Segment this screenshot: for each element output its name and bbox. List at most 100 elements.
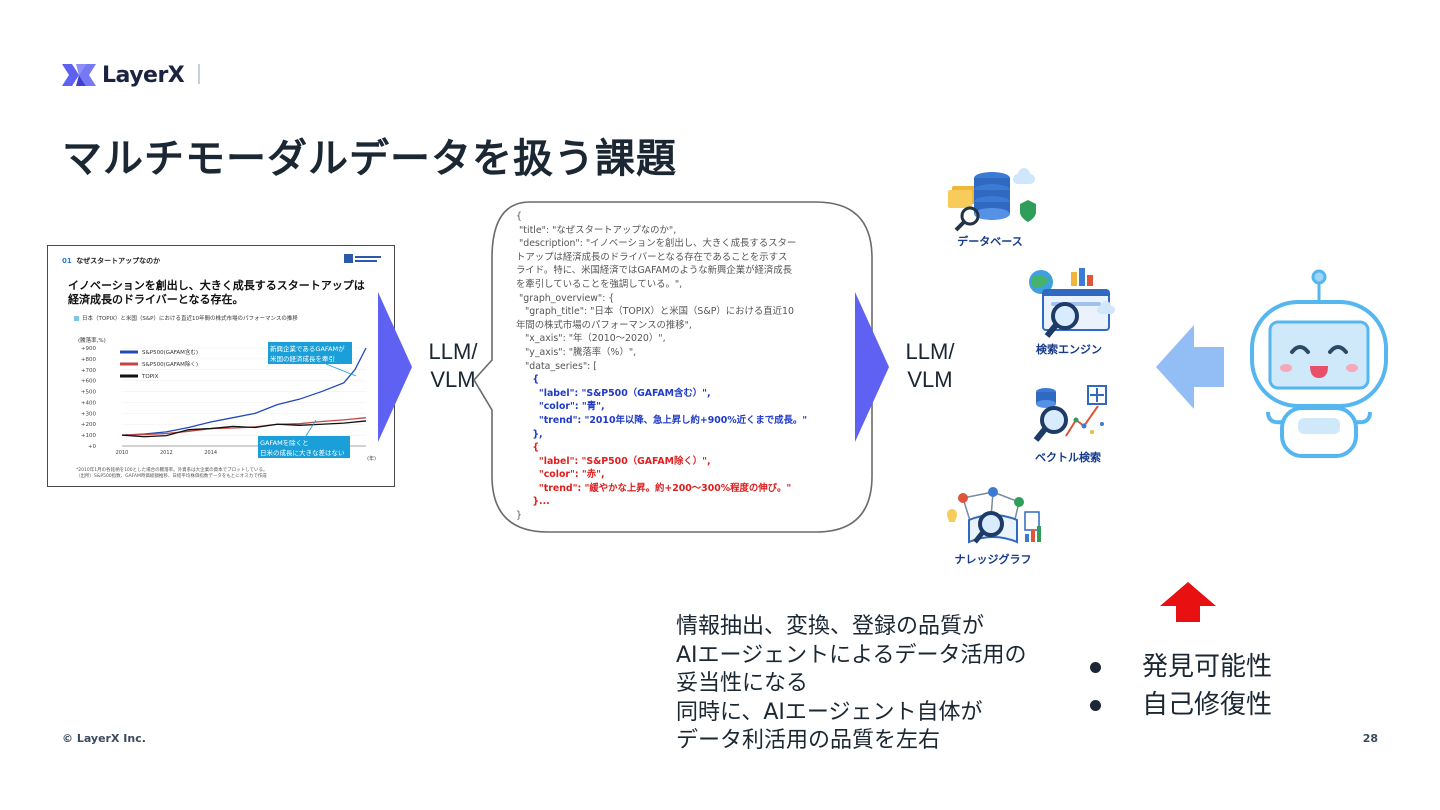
description-line: AIエージェントによるデータ活用の: [676, 642, 1027, 668]
json-line: 年間の株式市場のパフォーマンスの推移",: [516, 319, 692, 331]
subtitle-marker: [74, 316, 79, 321]
target-label: 検索エンジン: [1036, 343, 1102, 356]
target-database: データベース: [938, 164, 1042, 249]
json-line: "graph_overview": {: [516, 292, 615, 304]
x-tick-label: 2010: [116, 450, 129, 456]
list-item: 発見可能性: [1088, 648, 1348, 686]
x-tick-label: 2014: [204, 450, 217, 456]
json-line: "trend": "緩やかな上昇。約+200〜300%程度の伸び。": [516, 482, 792, 494]
y-tick-label: +700: [81, 368, 97, 374]
llm-vlm-label-1: LLM/ VLM: [418, 338, 488, 394]
legend-label: TOPIX: [141, 374, 159, 380]
description-line: 同時に、AIエージェント自体が: [676, 699, 983, 725]
description-line: 妥当性になる: [676, 671, 809, 697]
logo-divider: [198, 64, 200, 84]
json-speech-bubble: [472, 200, 874, 534]
y-tick-label: +800: [81, 357, 97, 363]
json-line: "title": "なぜスタートアップなのか",: [516, 224, 677, 236]
json-line: "x_axis": "年（2010〜2020）",: [516, 333, 666, 345]
description-line: データ利活用の品質を左右: [676, 728, 941, 754]
list-item: 自己修復性: [1088, 686, 1348, 724]
json-line: "data_series": [: [516, 360, 597, 372]
embedded-slide: 01 なぜスタートアップなのか イノベーションを創出し、大きく成長するスタートア…: [47, 245, 395, 487]
improvement-arrow-icon: [1160, 582, 1216, 622]
json-line: "label": "S&P500（GAFAM除く）",: [516, 455, 711, 467]
y-tick-label: +600: [81, 379, 97, 385]
page-title: マルチモーダルデータを扱う課題: [62, 136, 677, 182]
flow-arrow-1: [378, 292, 412, 442]
json-line: },: [516, 428, 543, 440]
json-line: "trend": "2010年以降、急上昇し約+900%近くまで成長。": [516, 414, 808, 426]
annotation-box: [258, 436, 350, 458]
json-line: ライド。特に、米国経済ではGAFAMのような新興企業が経済成長: [516, 265, 792, 277]
layerx-logo: LayerX: [62, 60, 185, 90]
y-axis-label: (騰落率,%): [78, 336, 106, 344]
legend-label: S&P500(GAFAM含む): [142, 348, 198, 356]
json-line: "color": "赤",: [516, 469, 605, 481]
property-list: 発見可能性 自己修復性: [1088, 648, 1348, 724]
target-search-engine: 検索エンジン: [1014, 266, 1124, 357]
annotation-text: GAFAMを除くと: [260, 438, 309, 447]
target-label: データベース: [957, 235, 1023, 248]
legend-label: S&P500(GAFAM除く): [142, 360, 198, 368]
llm-label-line: LLM/: [905, 339, 955, 364]
ai-agent-robot-icon: [1250, 269, 1388, 458]
slide-footnote-line: *2010年1月の各銘柄を100とした場合の騰落率。外資系は大企業の資本でプロッ…: [76, 468, 268, 473]
json-line: "description": "イノベーションを創出し、大きく成長するスター: [516, 238, 797, 250]
json-line: {: [516, 374, 540, 386]
y-tick-label: +400: [81, 400, 97, 406]
target-label: ナレッジグラフ: [954, 553, 1032, 566]
target-label: ベクトル検索: [1035, 451, 1101, 464]
description-line: 情報抽出、変換、登録の品質が: [676, 614, 985, 639]
slide-header: 01 なぜスタートアップなのか: [62, 256, 160, 266]
llm-vlm-label-2: LLM/ VLM: [895, 338, 965, 394]
annotation-pointer: [305, 419, 317, 437]
search-engine-icon: [1029, 268, 1115, 338]
json-line: {: [516, 442, 540, 454]
page-number: 28: [1362, 732, 1378, 745]
json-line: }: [516, 510, 522, 522]
database-icon: [948, 168, 1036, 232]
slide-chart-subtitle: 日本（TOPIX）と米国（S&P）における直近10年間の株式市場のパフォーマンス…: [74, 314, 298, 322]
y-tick-label: +900: [81, 346, 97, 352]
annotation-text: 新興企業であるGAFAMが: [270, 344, 345, 353]
json-line: "label": "S&P500（GAFAM含む）",: [516, 387, 711, 399]
target-vector-search: ベクトル検索: [1018, 380, 1118, 465]
llm-label-line: LLM/: [428, 339, 478, 364]
json-line: "graph_title": "日本（TOPIX）と米国（S&P）における直近1…: [516, 306, 794, 318]
layerx-logo-icon: [62, 64, 96, 86]
slide-headline-line: イノベーションを創出し、大きく成長するスタートアップは: [68, 279, 365, 292]
json-line: "y_axis": "騰落率（%）",: [516, 346, 637, 358]
slide-subtitle-text: 日本（TOPIX）と米国（S&P）における直近10年間の株式市場のパフォーマンス…: [82, 316, 298, 322]
x-tick-label: 2012: [160, 450, 173, 456]
y-tick-label: +200: [81, 422, 97, 428]
annotation-text: 日米の成長に大きな差はない: [260, 448, 345, 457]
copyright: © LayerX Inc.: [62, 732, 146, 745]
knowledge-graph-icon: [947, 487, 1041, 544]
slide-headline-line: 経済成長のドライバーとなる存在。: [68, 293, 244, 306]
llm-label-line: VLM: [907, 367, 953, 392]
slide-headline: イノベーションを創出し、大きく成長するスタートアップは 経済成長のドライバーとな…: [68, 279, 388, 307]
json-output: { "title": "なぜスタートアップなのか", "description"…: [516, 210, 850, 523]
annotation-text: 米国の経済成長を牽引: [270, 354, 335, 363]
json-line: {: [516, 211, 522, 222]
logo-text: LayerX: [102, 62, 185, 88]
slide-number: 01: [62, 257, 72, 265]
slide-footnote-line: （出所）S&P500指数、GAFAM時価総額推移、日経平均株価指数データをもとに…: [76, 474, 267, 479]
llm-label-line: VLM: [430, 367, 476, 392]
ministry-logo-icon: [344, 254, 381, 263]
y-tick-label: +500: [81, 390, 97, 396]
stock-performance-chart: (騰落率,%) +900 +800 +700 +600 +500 +400 +300 +200 +…: [78, 336, 376, 462]
series-line: [121, 347, 367, 436]
json-line: }...: [516, 496, 550, 508]
y-tick-label: +300: [81, 411, 97, 417]
series-line: [121, 420, 367, 438]
json-line: "color": "青",: [516, 401, 605, 413]
slide-header-text: なぜスタートアップなのか: [76, 257, 161, 265]
description-text: 情報抽出、変換、登録の品質が AIエージェントによるデータ活用の 妥当性になる …: [676, 613, 1076, 756]
x-axis-label: (年): [367, 455, 376, 462]
vector-search-icon: [1033, 385, 1107, 442]
annotation-pointer: [325, 363, 357, 377]
y-tick-label: +0: [88, 444, 97, 450]
json-line: を牽引していることを強調している。",: [516, 278, 683, 290]
